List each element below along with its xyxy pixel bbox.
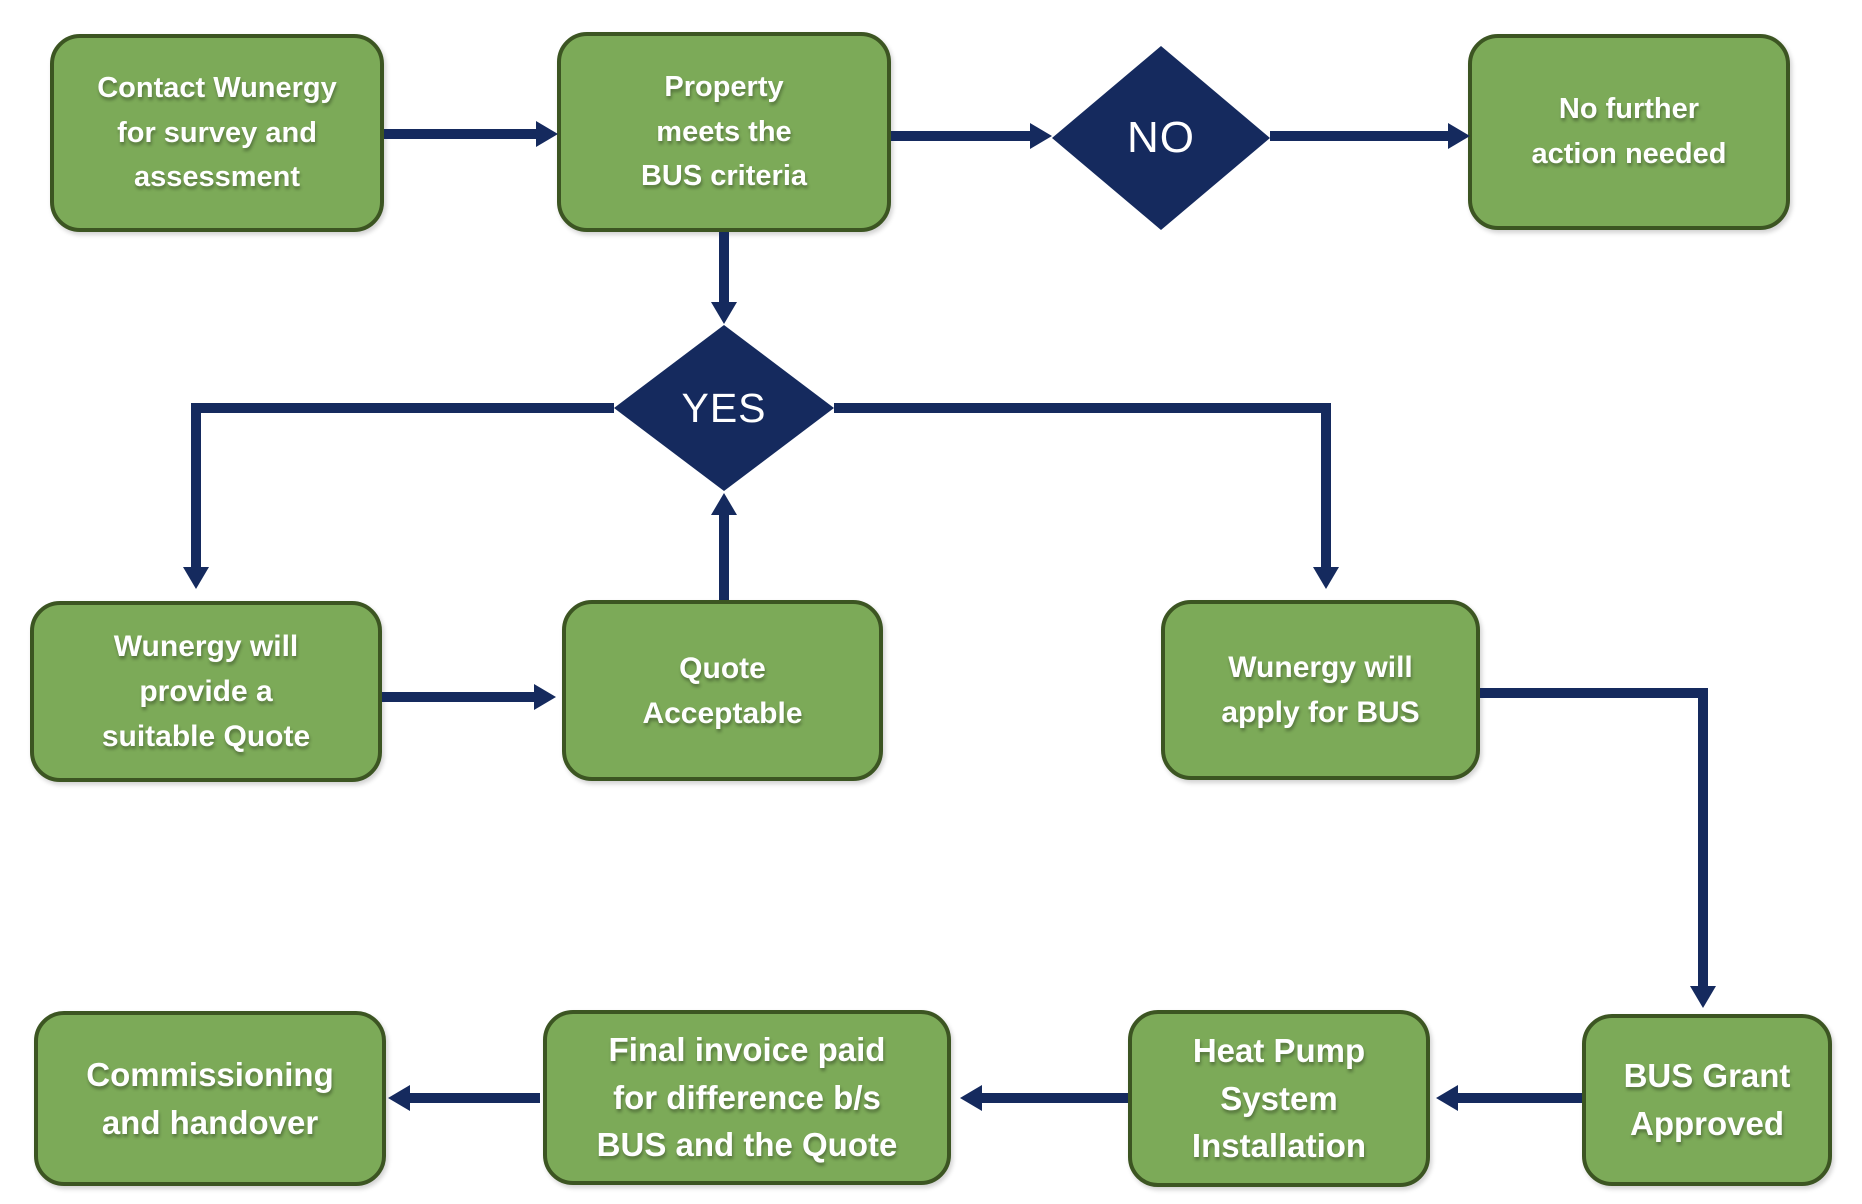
connector-yes-to-apply-bus-horizontal (834, 403, 1331, 413)
node-commissioning-line: and handover (101, 1103, 319, 1141)
node-contact-survey-line: assessment (133, 161, 301, 194)
decision-no-label: NO (1127, 113, 1195, 162)
connector-property-to-no (891, 131, 1030, 141)
node-heat-pump-installation: Heat Pump System Installation (1128, 1010, 1430, 1187)
node-heat-pump-installation-line: Installation (1191, 1127, 1367, 1165)
node-heat-pump-installation-line: Heat Pump (1192, 1031, 1366, 1069)
node-commissioning: Commissioning and handover (34, 1011, 386, 1186)
node-final-invoice-line: BUS and the Quote (596, 1126, 898, 1164)
node-bus-grant-approved-line: Approved (1629, 1105, 1784, 1142)
node-contact-survey-line: Contact Wunergy (97, 71, 337, 104)
arrowhead-right-icon (534, 684, 556, 710)
node-no-further-action-line: No further (1558, 93, 1700, 126)
arrowhead-down-icon (1313, 567, 1339, 589)
decision-yes-diamond: YES (614, 325, 834, 491)
connector-final-invoice-to-commissioning (410, 1093, 540, 1103)
node-quote-acceptable-line: Acceptable (642, 696, 803, 730)
connector-yes-to-provide-quote-vertical (191, 403, 201, 567)
arrowhead-left-icon (960, 1085, 982, 1111)
arrowhead-down-icon (1690, 986, 1716, 1008)
node-heat-pump-installation-line: System (1220, 1079, 1338, 1117)
node-quote-acceptable: Quote Acceptable (562, 600, 883, 781)
node-commissioning-line: Commissioning (86, 1055, 334, 1093)
arrowhead-left-icon (388, 1085, 410, 1111)
connector-grant-to-installation (1458, 1093, 1582, 1103)
decision-no-diamond: NO (1052, 46, 1270, 230)
node-final-invoice-line: Final invoice paid (608, 1030, 886, 1068)
node-provide-quote-line: provide a (139, 675, 273, 708)
node-provide-quote-line: suitable Quote (101, 720, 311, 753)
connector-quote-acceptable-to-yes (719, 515, 729, 600)
arrowhead-up-icon (711, 493, 737, 515)
node-no-further-action-line: action needed (1531, 138, 1727, 170)
arrowhead-right-icon (1030, 123, 1052, 149)
node-final-invoice-line: for difference b/s (613, 1078, 881, 1116)
node-property-criteria: Property meets the BUS criteria (557, 32, 891, 232)
decision-yes-label: YES (681, 384, 767, 431)
connector-apply-bus-to-grant-vertical (1698, 688, 1708, 986)
node-contact-survey-line: for survey and (117, 116, 317, 149)
arrowhead-left-icon (1436, 1085, 1458, 1111)
arrowhead-right-icon (1448, 123, 1470, 149)
node-provide-quote: Wunergy will provide a suitable Quote (30, 601, 382, 782)
node-apply-for-bus-line: Wunergy will (1228, 651, 1413, 684)
node-property-criteria-line: BUS criteria (640, 160, 807, 193)
node-no-further-action: No further action needed (1468, 34, 1790, 230)
node-apply-for-bus: Wunergy will apply for BUS (1161, 600, 1480, 780)
node-final-invoice: Final invoice paid for difference b/s BU… (543, 1010, 951, 1185)
node-quote-acceptable-line: Quote (679, 651, 766, 685)
connector-property-to-yes (719, 232, 729, 302)
node-bus-grant-approved-line: BUS Grant (1623, 1057, 1791, 1095)
connector-provide-quote-to-quote-acceptable (382, 692, 534, 702)
node-apply-for-bus-line: apply for BUS (1221, 696, 1420, 729)
arrowhead-down-icon (711, 302, 737, 324)
arrowhead-right-icon (536, 121, 558, 147)
node-bus-grant-approved: BUS Grant Approved (1582, 1014, 1832, 1186)
connector-contact-to-property (384, 129, 536, 139)
node-property-criteria-line: Property (664, 70, 784, 103)
connector-no-to-no-action (1270, 131, 1448, 141)
arrowhead-down-icon (183, 567, 209, 589)
node-property-criteria-line: meets the (656, 115, 792, 148)
connector-yes-to-provide-quote-horizontal (196, 403, 614, 413)
connector-apply-bus-to-grant-horizontal (1480, 688, 1708, 698)
node-contact-survey: Contact Wunergy for survey and assessmen… (50, 34, 384, 232)
connector-yes-to-apply-bus-vertical (1321, 403, 1331, 567)
connector-installation-to-final-invoice (982, 1093, 1128, 1103)
node-provide-quote-line: Wunergy will (113, 630, 299, 663)
